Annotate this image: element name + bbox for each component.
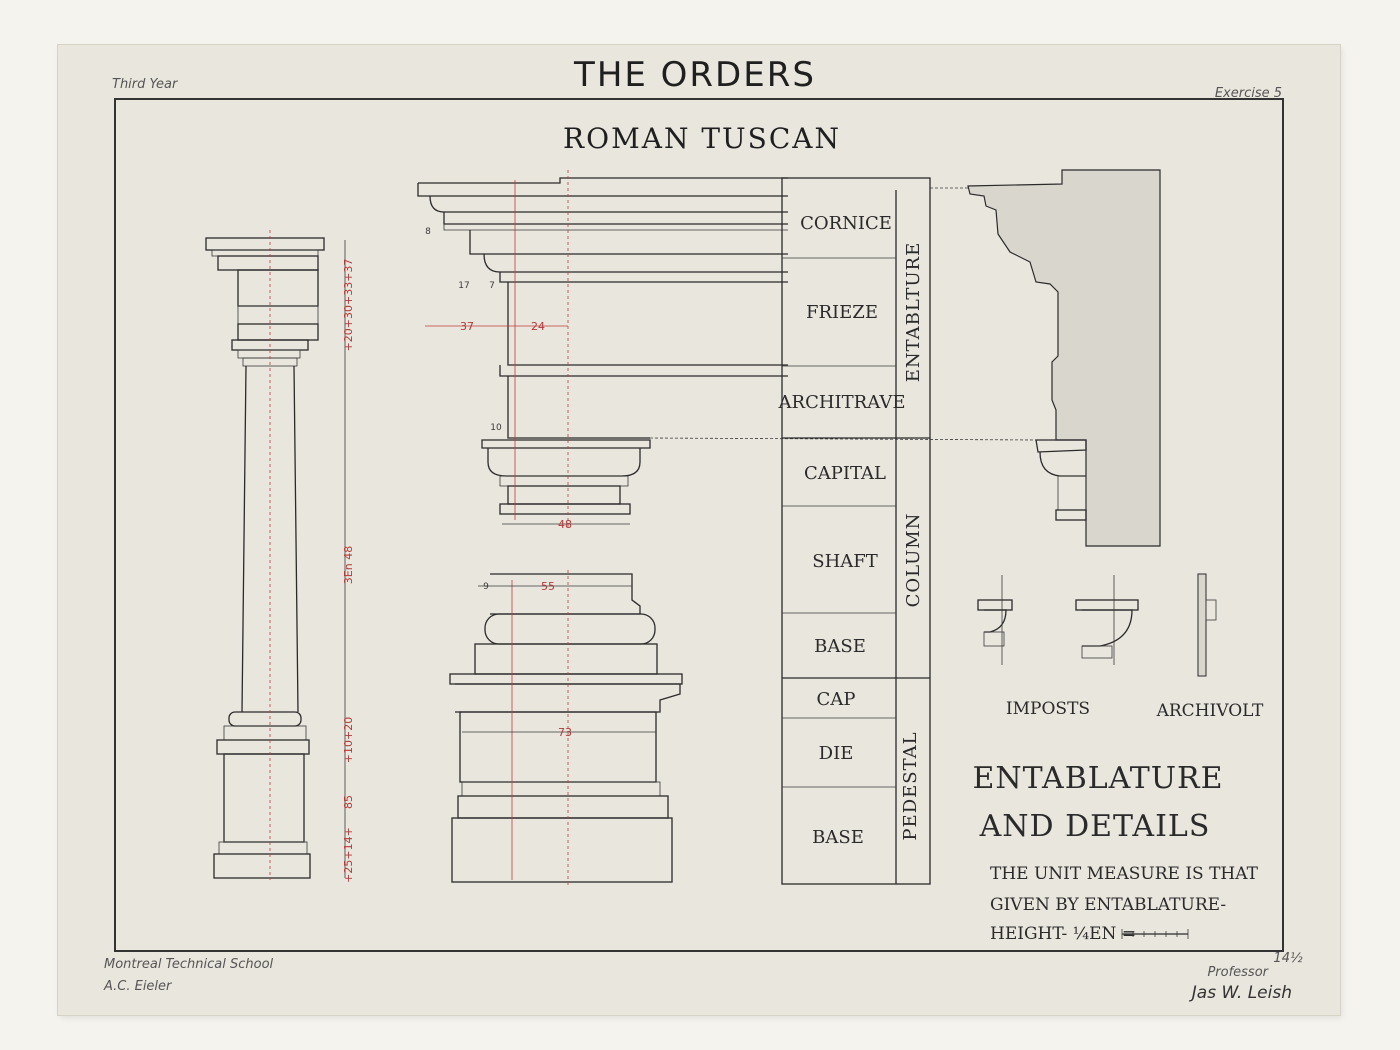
dim-73: 73 [558, 726, 572, 739]
grade-label: 14½ [1273, 951, 1303, 966]
dim-column-shaft: 3En 48 [342, 546, 355, 584]
school-label: Montreal Technical School [104, 957, 274, 972]
part-cap: CAP [817, 689, 856, 710]
part-capital: CAPITAL [804, 463, 886, 484]
base-pedestal-detail-drawing: 55 73 9 [449, 570, 683, 885]
dim-48: 48 [558, 518, 572, 531]
imposts-label: IMPOSTS [1006, 699, 1090, 719]
parts-table: CORNICE FRIEZE ARCHITRAVE CAPITAL SHAFT … [649, 177, 1060, 885]
order-subtitle: ROMAN TUSCAN [563, 122, 841, 155]
dim-55: 55 [541, 580, 555, 593]
exercise-label: Exercise 5 [1215, 86, 1282, 101]
unit-note-2: GIVEN BY ENTABLATURE- [990, 895, 1226, 915]
professor-label: Professor [1207, 965, 1269, 980]
professor-signature: Jas W. Leish [1189, 983, 1292, 1003]
full-column-elevation: +20+30+33+37 3En 48 +10+20 85 +25+14+ [205, 230, 355, 883]
dim-column-mid: +10+20 [342, 717, 355, 763]
part-base: BASE [814, 636, 866, 657]
dim-column-85: 85 [342, 795, 355, 809]
group-entablature: ENTABLTURE [903, 242, 924, 383]
group-column: COLUMN [903, 513, 924, 608]
group-pedestal: PEDESTAL [900, 731, 921, 840]
dim-column-base: +25+14+ [342, 827, 355, 883]
imposts-drawing [977, 575, 1139, 665]
details-heading-2: AND DETAILS [979, 809, 1211, 844]
sheet-title: THE ORDERS [573, 55, 816, 95]
part-die: DIE [819, 743, 854, 764]
dim-10: 10 [490, 423, 502, 433]
part-shaft: SHAFT [812, 551, 878, 572]
dim-17: 17 [458, 281, 469, 291]
entablature-section [967, 169, 1161, 547]
unit-note-3: HEIGHT- ¼EN = [990, 924, 1136, 944]
part-frieze: FRIEZE [806, 302, 878, 323]
student-label: A.C. Eieler [103, 979, 173, 994]
part-architrave: ARCHITRAVE [778, 392, 906, 413]
part-pedestal-base: BASE [812, 827, 864, 848]
dim-7: 7 [489, 281, 495, 291]
dim-24: 24 [531, 320, 545, 333]
archivolt-label: ARCHIVOLT [1156, 701, 1264, 721]
dim-37: 37 [460, 320, 474, 333]
unit-note-1: THE UNIT MEASURE IS THAT [990, 864, 1259, 884]
border-frame [114, 98, 1284, 952]
entablature-detail-drawing: 37 24 17 7 8 10 48 [417, 170, 788, 531]
scale-bar [1121, 929, 1189, 939]
dim-column-total: +20+30+33+37 [342, 259, 355, 352]
archivolt-drawing [1197, 573, 1217, 677]
part-cornice: CORNICE [800, 213, 892, 234]
year-label: Third Year [112, 77, 179, 92]
dim-9: 9 [483, 582, 489, 592]
dim-8: 8 [425, 227, 431, 237]
details-heading-1: ENTABLATURE [973, 761, 1224, 796]
